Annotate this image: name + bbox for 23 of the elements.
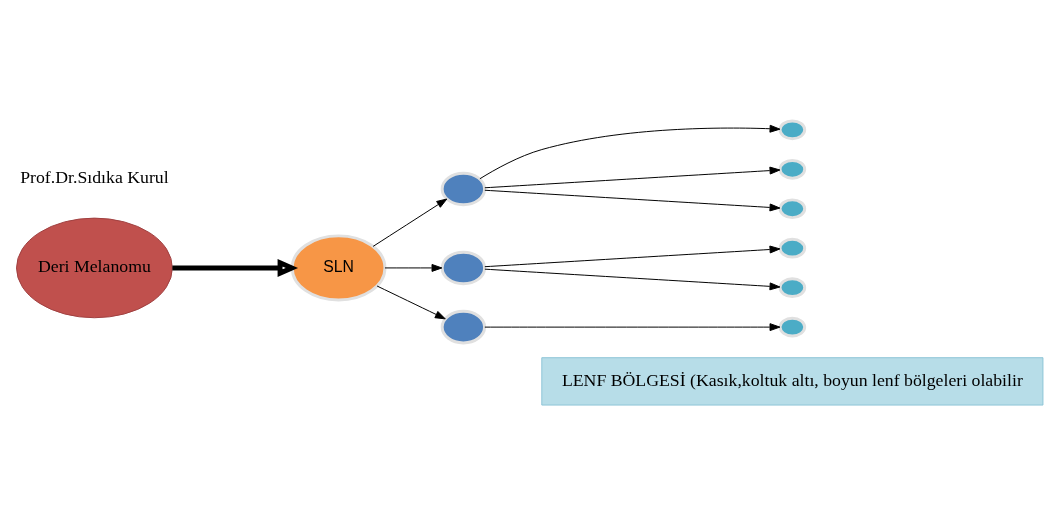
arrow [484, 189, 781, 211]
node-box: LENF BÖLGESİ (Kasık,koltuk altı, boyun lenf bölgeleri olabilir [541, 356, 1044, 406]
label: Prof.Dr.Sıdıka Kurul [20, 166, 169, 186]
arrow [484, 322, 781, 331]
arrow [484, 245, 781, 267]
node-circle [440, 171, 487, 206]
node-ellipse: Deri Melanomu [16, 217, 173, 318]
arrow [384, 263, 443, 272]
node-circle [778, 197, 807, 219]
node-circle [778, 118, 807, 140]
node-circle [440, 309, 487, 344]
arrow [372, 198, 448, 247]
node-circle [778, 158, 807, 180]
arrow [479, 124, 781, 179]
arrow [484, 166, 781, 188]
arrow [484, 268, 781, 290]
node-circle [778, 316, 807, 337]
node-circle [440, 250, 487, 285]
node-circle [778, 237, 807, 259]
arrow [376, 285, 446, 319]
node-circle [778, 276, 807, 298]
arrow [172, 258, 299, 277]
node-ellipse: SLN [290, 233, 387, 301]
